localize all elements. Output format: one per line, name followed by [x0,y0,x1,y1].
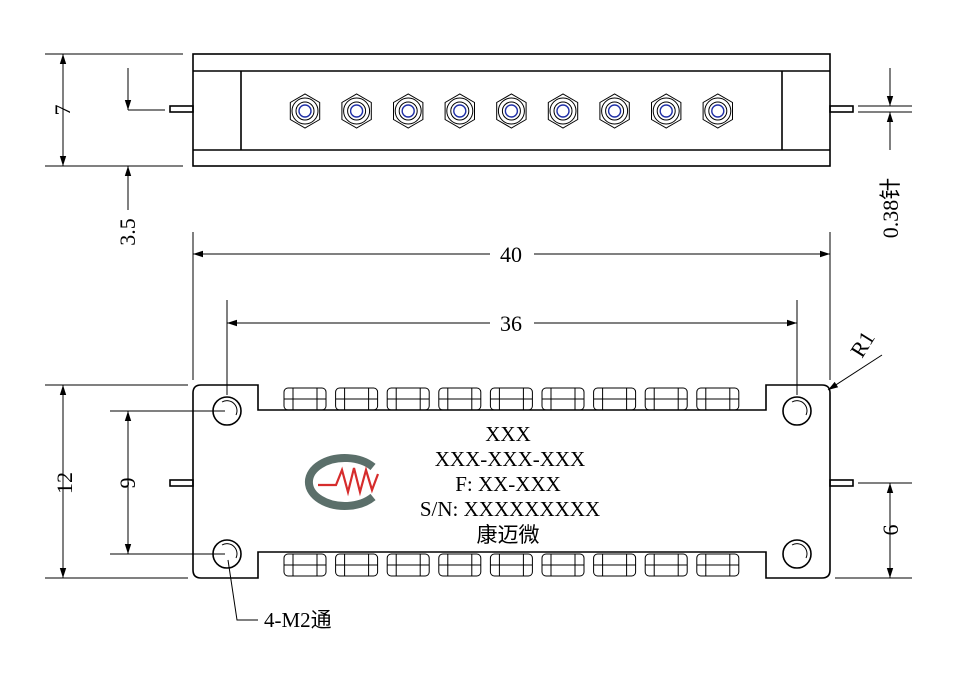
top-view: 7 3.5 0.38针 [45,53,912,246]
front-connector-row-top [283,387,740,411]
label-line-3: F: XX-XXX [455,472,561,496]
front-connector-row-bottom [283,553,740,577]
dim-pin-0-38: 0.38针 [878,178,903,239]
sma-connector-9 [702,93,733,129]
sma-connector-4 [444,93,475,129]
front-bottom-connector-3 [386,553,430,577]
front-view: XXX XXX-XXX-XXX F: XX-XXX S/N: XXXXXXXXX… [45,232,912,632]
front-top-connector-8 [644,387,688,411]
cmw-logo [304,454,380,510]
label-line-4: S/N: XXXXXXXXX [420,497,600,521]
mounting-hole-top-right [782,396,812,426]
label-line-2: XXX-XXX-XXX [435,447,585,471]
dim-height-7: 7 [50,105,75,116]
dim-radius-r1: R1 [845,327,880,362]
front-top-connector-2 [335,387,379,411]
front-top-connector-3 [386,387,430,411]
front-bottom-connector-9 [696,553,740,577]
front-view-body-outline [192,384,831,579]
front-top-connector-6 [541,387,585,411]
sma-connector-3 [393,93,424,129]
sma-connector-5 [496,93,527,129]
sma-connector-6 [547,93,579,129]
sma-connector-7 [599,93,630,129]
label-line-5: 康迈微 [477,523,540,547]
front-bottom-connector-6 [541,553,585,577]
front-bottom-connector-1 [283,553,327,577]
dim-height-9: 9 [115,478,140,489]
dim-height-6: 6 [878,525,903,536]
dim-height-12: 12 [52,472,77,494]
top-right-pin [829,105,854,113]
front-top-connector-4 [438,387,482,411]
front-bottom-connector-8 [644,553,688,577]
front-right-pin [829,479,854,487]
front-top-connector-5 [489,387,533,411]
dim-pin-offset-3-5: 3.5 [115,218,140,246]
top-left-pin [169,105,194,113]
front-bottom-connector-4 [438,553,482,577]
front-bottom-connector-2 [335,553,379,577]
front-top-connector-1 [283,387,327,411]
dim-holes-4-m2: 4-M2通 [264,608,332,632]
sma-connector-8 [651,93,682,129]
front-left-pin [169,479,194,487]
sma-connector-1 [289,93,321,129]
label-line-1: XXX [485,422,531,446]
top-connector-row [289,93,733,129]
sma-connector-2 [341,93,372,129]
mounting-hole-bottom-right [782,539,812,569]
front-bottom-connector-5 [489,553,533,577]
front-top-connector-9 [696,387,740,411]
dim-width-40: 40 [500,242,522,267]
front-top-connector-7 [593,387,637,411]
dim-width-36: 36 [500,311,522,336]
front-bottom-connector-7 [593,553,637,577]
